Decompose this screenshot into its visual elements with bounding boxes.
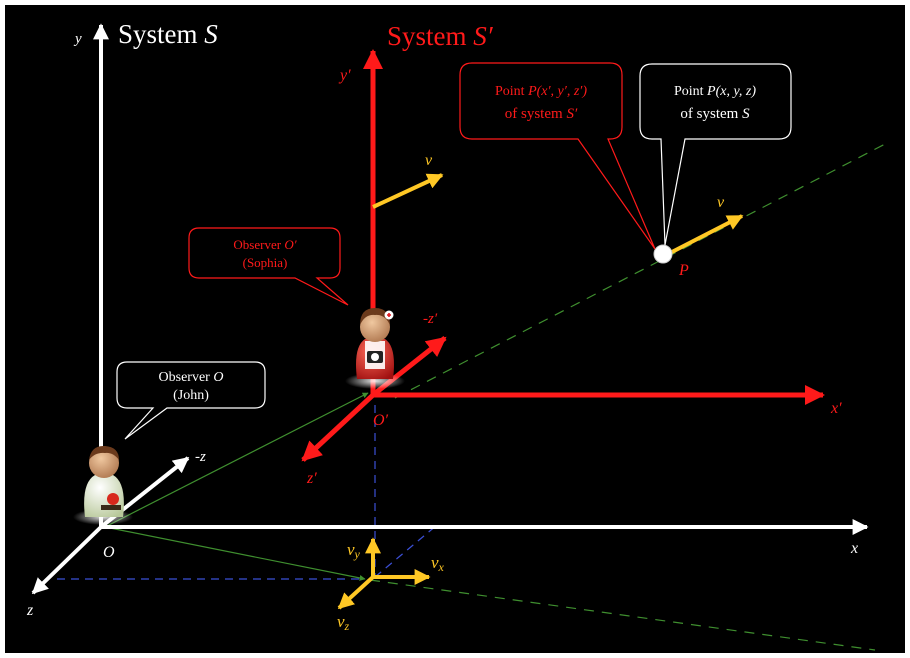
sophia-avatar-icon — [345, 308, 405, 389]
callout-observer-o-prime: Observer O′ (Sophia) — [188, 227, 349, 306]
system-s-title: System — [118, 19, 198, 49]
system-s-prime-title-symbol: S′ — [473, 21, 494, 51]
callout-o-line2: (John) — [173, 388, 209, 403]
s-prime-origin-label: O′ — [373, 412, 389, 429]
callout-o-line1-text: Observer — [159, 370, 214, 385]
svg-text:Observer O′: Observer O′ — [233, 237, 296, 252]
callout-ps-line2-symbol: S — [742, 106, 750, 122]
svg-text:of system S: of system S — [680, 106, 750, 122]
svg-text:vy: vy — [347, 540, 361, 561]
camera-icon — [367, 351, 383, 363]
s-axis-y-label: y — [73, 31, 82, 47]
callout-ps-prime-line1-text: Point — [495, 84, 528, 99]
point-p-marker — [653, 244, 673, 264]
callout-ps-line1-symbol: P(x, y, z) — [706, 84, 756, 99]
o-to-velocity-line — [104, 526, 366, 581]
callout-ps-prime-line2-text: of system — [505, 106, 567, 122]
callout-o-prime-line1-symbol: O′ — [284, 237, 296, 252]
svg-text:Point P(x, y, z): Point P(x, y, z) — [674, 84, 756, 99]
s-axis-z-label: z — [26, 602, 34, 619]
callout-ps-prime-line1-symbol: P(x′, y′, z′) — [527, 84, 587, 99]
svg-text:of system S′: of system S′ — [505, 106, 578, 122]
callout-point-s-prime: Point P(x′, y′, z′) of system S′ — [459, 62, 656, 250]
svg-text:vz: vz — [337, 612, 350, 633]
apple-icon — [101, 493, 121, 510]
callout-ps-line2-text: of system — [680, 106, 742, 122]
o-to-o-prime-line — [104, 392, 369, 528]
s-axis-neg-z-label: -z — [195, 449, 206, 465]
velocity-label-point: v — [717, 194, 725, 211]
callout-o-line1-symbol: O — [213, 370, 223, 385]
callout-ps-line1-text: Point — [674, 84, 707, 99]
callout-point-s: Point P(x, y, z) of system S — [639, 63, 792, 246]
path-line-dashed-upper — [394, 142, 888, 399]
s-prime-axis-z-label: z′ — [306, 470, 317, 487]
diagram-canvas: Observer O (John) Observer O′ (Sophia) P… — [5, 5, 905, 653]
callout-observer-o: Observer O (John) — [116, 361, 266, 440]
s-axis-z — [31, 525, 103, 595]
path-line-dashed-lower — [369, 579, 876, 651]
system-s-prime-title: System — [387, 21, 467, 51]
vy-subscript: y — [354, 547, 361, 561]
s-prime-axis-x-label: x′ — [830, 400, 842, 417]
system-s-title-symbol: S — [204, 19, 218, 49]
s-origin-label: O — [103, 544, 115, 561]
callout-ps-prime-line2-symbol: S′ — [566, 106, 578, 122]
vx-label: v — [431, 553, 439, 572]
s-axis-x-label: x — [850, 540, 858, 557]
callout-o-prime-line2: (Sophia) — [243, 255, 288, 270]
velocity-label-s-prime: v — [425, 152, 433, 169]
callout-o-prime-line1-text: Observer — [233, 237, 284, 252]
s-prime-axis-neg-z-label: -z′ — [423, 311, 438, 327]
nurse-cross-icon — [384, 310, 394, 320]
vz-label: v — [337, 612, 345, 631]
s-prime-axis-y-label: y′ — [338, 67, 351, 84]
vz-subscript: z — [344, 619, 350, 633]
svg-text:Point P(x′, y′, z′): Point P(x′, y′, z′) — [495, 84, 587, 99]
svg-text:Observer O: Observer O — [159, 370, 224, 385]
svg-text:System S: System S — [118, 19, 218, 49]
diagonal-guide-dashed — [374, 524, 438, 578]
s-prime-axis-z — [301, 393, 375, 462]
vy-label: v — [347, 540, 355, 559]
john-avatar-icon — [73, 445, 133, 525]
point-p-label: P — [678, 262, 689, 279]
svg-text:vx: vx — [431, 553, 445, 574]
velocity-component-z — [337, 575, 375, 610]
velocity-arrow-point — [667, 214, 744, 256]
velocity-arrow-s-prime — [372, 173, 444, 209]
svg-text:System S′: System S′ — [387, 21, 494, 51]
relativity-diagram: Observer O (John) Observer O′ (Sophia) P… — [26, 19, 888, 651]
vx-subscript: x — [438, 560, 445, 574]
